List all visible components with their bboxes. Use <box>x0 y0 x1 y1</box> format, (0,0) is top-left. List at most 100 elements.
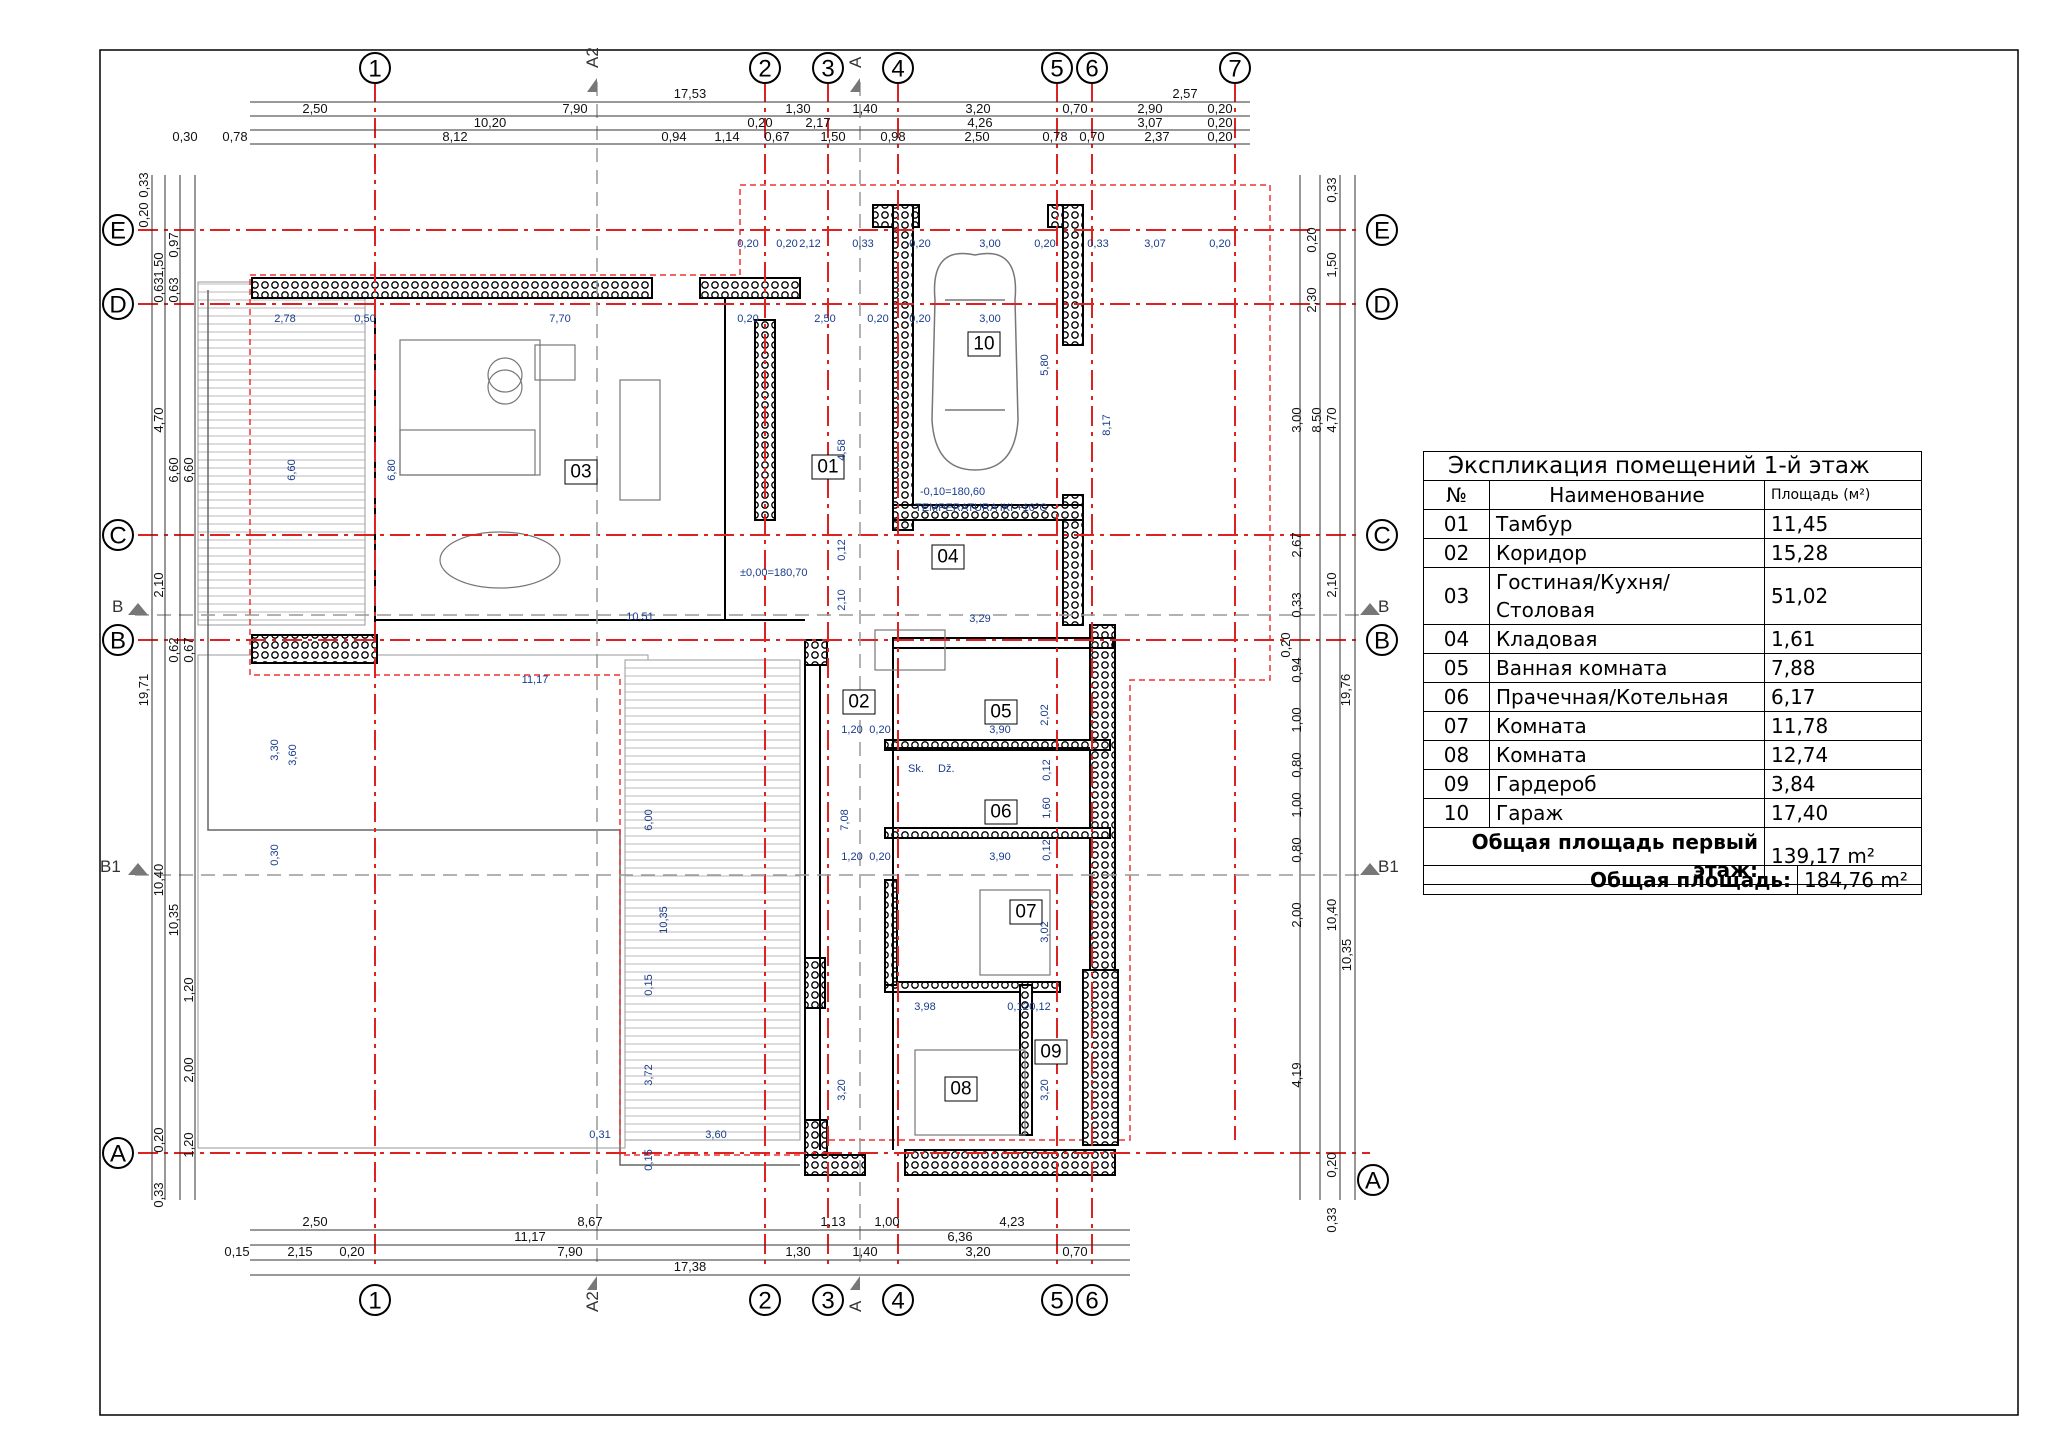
dim-bottom: 6,36 <box>947 1229 972 1244</box>
dim-top: 0,98 <box>880 129 905 144</box>
dim-bottom: 2,15 <box>287 1244 312 1259</box>
dim-inner: 6,00 <box>643 809 655 830</box>
dim-inner: 1,60 <box>1041 797 1053 818</box>
axis-label-7-top: 7 <box>1228 56 1241 83</box>
dim-top: 2,57 <box>1172 86 1197 101</box>
dim-inner: 0,20 <box>909 238 930 250</box>
dim-right: 2,30 <box>1304 287 1319 312</box>
furniture <box>399 339 1051 1136</box>
dim-top: 0,20 <box>1207 115 1232 130</box>
dim-inner: 7,08 <box>839 809 851 830</box>
dim-right: 1,00 <box>1289 707 1304 732</box>
dim-bottom: 1,00 <box>874 1214 899 1229</box>
section-label-a-top: A <box>846 56 865 68</box>
dim-right: 10,40 <box>1324 899 1339 932</box>
room-number: 07 <box>1423 711 1490 741</box>
dim-bottom: 0,15 <box>224 1244 249 1259</box>
dim-inner: 3,30 <box>269 739 281 760</box>
room-name: Гостиная/Кухня/Столовая <box>1489 567 1765 625</box>
dim-bottom: 1,13 <box>820 1214 845 1229</box>
dim-right: 10,35 <box>1339 939 1354 972</box>
grand-total-value: 184,76 m² <box>1797 865 1922 895</box>
grand-total-table: Общая площадь: 184,76 m² <box>1423 865 1922 895</box>
dim-inner: 0,33 <box>852 238 873 250</box>
level-note-zero: ±0,00=180,70 <box>740 567 808 579</box>
dim-right: 0,94 <box>1289 657 1304 682</box>
dim-left: 1,20 <box>181 977 196 1002</box>
dim-top: 1,14 <box>714 129 739 144</box>
dim-left: 10,35 <box>166 904 181 937</box>
dim-right: 0,33 <box>1324 1207 1339 1232</box>
axis-label-d-left: D <box>109 292 126 319</box>
note-sk: Sk. <box>908 763 924 775</box>
dim-top: 0,30 <box>172 129 197 144</box>
room-name: Кладовая <box>1489 624 1765 654</box>
dim-inner: 0,20 <box>1034 238 1055 250</box>
dim-inner: 6,60 <box>286 459 298 480</box>
temperature-note: TEMPERATURA IKI +10°C <box>915 502 1047 514</box>
dim-right: 2,10 <box>1324 572 1339 597</box>
table-row: 01 Тамбур 11,45 <box>1423 509 1922 539</box>
axis-label-4-top: 4 <box>891 56 904 83</box>
axis-label-2-bottom: 2 <box>758 1288 771 1315</box>
dim-top: 0,20 <box>747 115 772 130</box>
table-row: 08 Комната 12,74 <box>1423 740 1922 770</box>
room-name: Комната <box>1489 711 1765 741</box>
dim-left: 0,63 <box>151 277 166 302</box>
header-name: Наименование <box>1489 480 1765 510</box>
dim-left: 6,60 <box>181 457 196 482</box>
dim-inner: 0,12 <box>1041 839 1053 860</box>
room-label-05: 05 <box>990 702 1011 723</box>
dim-inner: 0,12 <box>836 539 848 560</box>
room-label-09: 09 <box>1040 1042 1061 1063</box>
dim-inner: 3,90 <box>989 851 1010 863</box>
table-row: 09 Гардероб 3,84 <box>1423 769 1922 799</box>
room-name: Комната <box>1489 740 1765 770</box>
room-number: 05 <box>1423 653 1490 683</box>
dim-right: 4,19 <box>1289 1062 1304 1087</box>
dim-top: 0,94 <box>661 129 686 144</box>
dim-right: 8,50 <box>1309 407 1324 432</box>
dim-inner: 3,00 <box>979 313 1000 325</box>
dim-top: 7,90 <box>562 101 587 116</box>
room-number: 08 <box>1423 740 1490 770</box>
room-name: Коридор <box>1489 538 1765 568</box>
room-number: 09 <box>1423 769 1490 799</box>
dim-inner: 7,70 <box>549 313 570 325</box>
axis-bubbles-bottom <box>359 1284 1108 1316</box>
dim-left: 19,71 <box>136 674 151 707</box>
room-area: 11,78 <box>1764 711 1922 741</box>
dim-right: 2,67 <box>1289 532 1304 557</box>
section-arrows <box>128 78 1380 1290</box>
dim-left: 10,40 <box>151 864 166 897</box>
dim-top: 2,90 <box>1137 101 1162 116</box>
grand-total-label: Общая площадь: <box>1423 865 1798 895</box>
room-area: 6,17 <box>1764 682 1922 712</box>
dim-inner: 11,17 <box>522 674 549 686</box>
drawing-frame <box>99 49 2019 1416</box>
room-name: Гардероб <box>1489 769 1765 799</box>
dim-top: 2,50 <box>302 101 327 116</box>
dim-top: 10,20 <box>474 115 507 130</box>
grid-horizontals <box>138 229 1370 1154</box>
dim-top: 3,20 <box>965 101 990 116</box>
room-label-01: 01 <box>817 457 838 478</box>
section-label-b1-left: B1 <box>100 857 121 876</box>
table-row: 02 Коридор 15,28 <box>1423 538 1922 568</box>
dim-bottom: 0,20 <box>339 1244 364 1259</box>
dim-right: 3,00 <box>1289 407 1304 432</box>
header-number: № <box>1423 480 1490 510</box>
axis-label-c-right: C <box>1373 523 1390 550</box>
axis-label-d-right: D <box>1373 292 1390 319</box>
dim-inner: 2,12 <box>799 238 820 250</box>
level-note-top: -0,10=180,60 <box>920 486 985 498</box>
axis-label-5-bottom: 5 <box>1050 1288 1063 1315</box>
dim-right: 1,50 <box>1324 252 1339 277</box>
axis-label-a-right: A <box>1365 1168 1381 1195</box>
dim-left: 1,20 <box>181 1132 196 1157</box>
dim-top: 0,70 <box>1062 101 1087 116</box>
dim-right: 2,00 <box>1289 902 1304 927</box>
dim-inner: 10,35 <box>658 906 670 934</box>
dim-left: 1,50 <box>151 252 166 277</box>
